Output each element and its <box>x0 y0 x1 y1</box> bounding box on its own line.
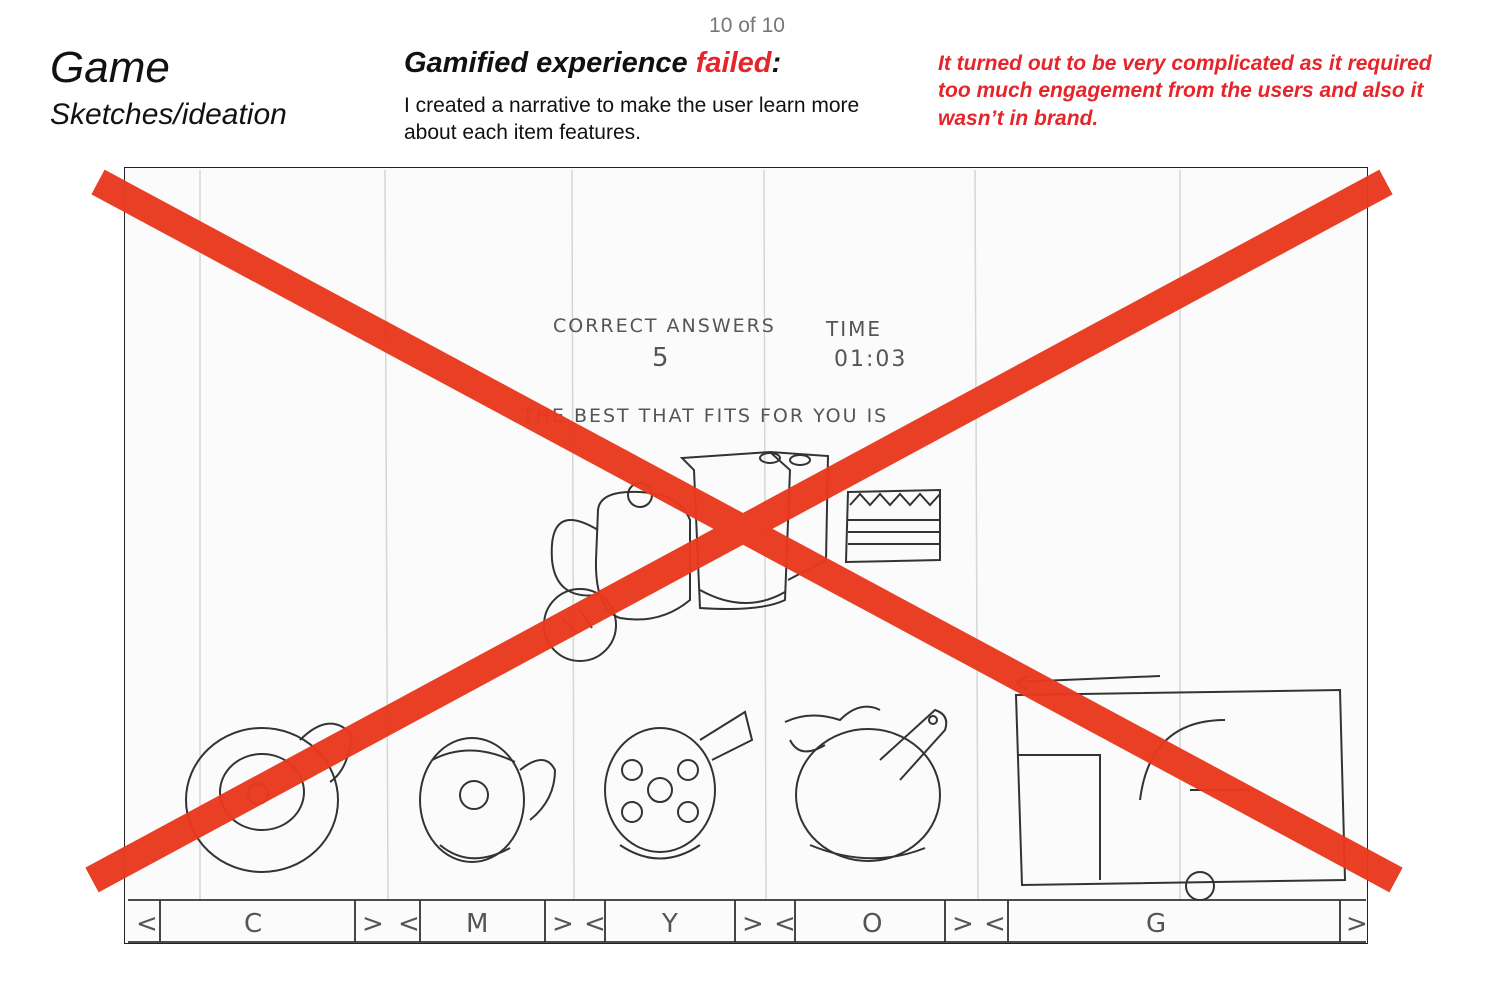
product-sketch-m <box>419 737 557 863</box>
nav-next-g[interactable]: > <box>1346 909 1370 939</box>
product-sketch-o <box>784 705 948 862</box>
category-label-g: G <box>1146 909 1168 939</box>
nav-prev-o[interactable]: < <box>774 909 798 939</box>
time-value: 01:03 <box>834 347 907 372</box>
category-label-o: O <box>862 909 884 939</box>
nav-next-m[interactable]: > <box>552 909 576 939</box>
product-sketch-y <box>604 710 754 860</box>
category-label-c: C <box>244 909 264 939</box>
heading: Gamified experience failed: <box>404 47 782 80</box>
rejection-cross <box>85 169 1403 893</box>
score-label: CORRECT ANSWERS <box>553 315 776 337</box>
nav-prev-m[interactable]: < <box>398 909 422 939</box>
nav-next-o[interactable]: > <box>952 909 976 939</box>
nav-next-y[interactable]: > <box>742 909 766 939</box>
time-label: TIME <box>825 317 882 341</box>
question-prompt: THE BEST THAT FITS FOR YOU IS <box>521 405 888 427</box>
category-selectors: < C > < M > < Y > < O > < G > <box>136 909 1370 939</box>
product-cluster-sketch <box>543 450 941 662</box>
description: I created a narrative to make the user l… <box>404 94 860 145</box>
nav-prev-c[interactable]: < <box>136 909 160 939</box>
nav-prev-y[interactable]: < <box>584 909 608 939</box>
failure-note: It turned out to be very complicated as … <box>938 52 1432 130</box>
heading-suffix: : <box>771 47 782 79</box>
section-title: Game <box>50 43 170 92</box>
nav-next-c[interactable]: > <box>362 909 386 939</box>
score-value: 5 <box>652 343 671 373</box>
page-counter: 10 of 10 <box>709 14 785 37</box>
heading-accent: failed <box>695 47 772 79</box>
category-bar <box>128 899 1366 943</box>
heading-prefix: Gamified experience <box>404 47 696 79</box>
category-label-m: M <box>466 909 490 939</box>
nav-prev-g[interactable]: < <box>984 909 1008 939</box>
category-label-y: Y <box>661 909 680 939</box>
section-subtitle: Sketches/ideation <box>50 98 287 131</box>
